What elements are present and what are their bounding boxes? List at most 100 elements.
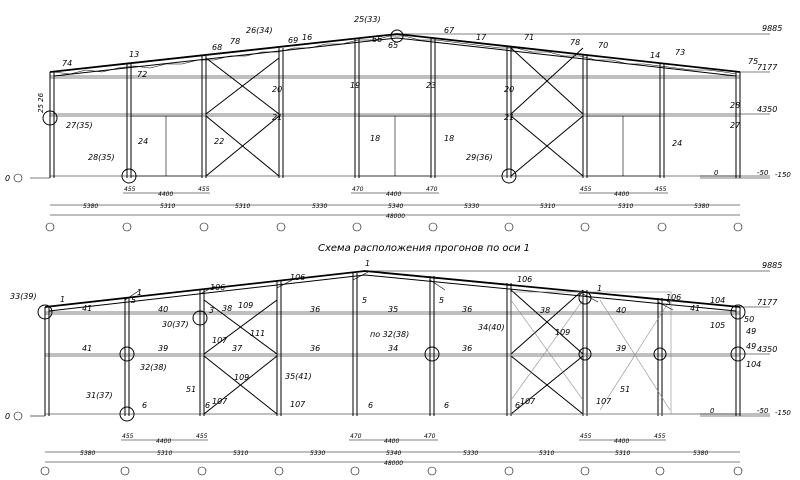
svg-text:27: 27 xyxy=(730,121,741,130)
svg-text:38: 38 xyxy=(222,304,232,313)
bottom-short-braces xyxy=(124,271,674,311)
bottom-x-bracing xyxy=(203,289,584,415)
bottom-axis-bubbles xyxy=(40,466,743,476)
top-level-4350: 4350 xyxy=(757,105,777,114)
svg-text:36: 36 xyxy=(462,344,472,353)
svg-text:21: 21 xyxy=(504,113,514,122)
svg-text:6: 6 xyxy=(142,401,147,410)
svg-text:65: 65 xyxy=(388,41,398,50)
svg-text:49: 49 xyxy=(746,342,756,351)
top-door-frames xyxy=(130,115,661,177)
top-level-minus150: -150 xyxy=(775,171,791,179)
svg-text:4400: 4400 xyxy=(614,191,629,198)
svg-text:32(38): 32(38) xyxy=(140,363,167,372)
svg-text:48000: 48000 xyxy=(386,213,405,220)
svg-text:21: 21 xyxy=(272,113,282,122)
svg-text:455: 455 xyxy=(580,186,592,193)
svg-text:30(37): 30(37) xyxy=(162,320,189,329)
svg-text:5330: 5330 xyxy=(310,450,325,457)
top-member-marks: 72 20 21 19 23 18 18 20 21 28 27 22 24 2… xyxy=(66,70,741,162)
svg-text:1: 1 xyxy=(365,259,370,268)
svg-text:455: 455 xyxy=(122,433,134,440)
svg-text:106: 106 xyxy=(290,273,305,282)
bottom-gray-overlay xyxy=(510,291,672,415)
bottom-elevation: 0 9885 7177 4350 -50 -150 0 1 106 1 106 … xyxy=(5,259,791,476)
svg-text:51: 51 xyxy=(620,385,630,394)
svg-text:470: 470 xyxy=(350,433,362,440)
svg-text:49: 49 xyxy=(746,327,756,336)
svg-text:41: 41 xyxy=(690,304,700,313)
bottom-zero-mark: 0 xyxy=(710,407,715,415)
svg-text:26(34): 26(34) xyxy=(246,26,273,35)
svg-text:5340: 5340 xyxy=(388,203,403,210)
svg-text:5310: 5310 xyxy=(160,203,175,210)
svg-text:104: 104 xyxy=(746,360,761,369)
svg-text:455: 455 xyxy=(655,186,667,193)
top-level-lines xyxy=(30,33,770,179)
bottom-circles xyxy=(37,291,746,422)
svg-text:5380: 5380 xyxy=(83,203,98,210)
svg-text:25 26: 25 26 xyxy=(37,92,45,113)
svg-text:40: 40 xyxy=(158,305,168,314)
top-zero-mark: 0 xyxy=(714,169,719,177)
svg-text:4400: 4400 xyxy=(156,438,171,445)
bottom-zero-axis: 0 xyxy=(5,412,10,421)
svg-text:4400: 4400 xyxy=(614,438,629,445)
svg-text:455: 455 xyxy=(198,186,210,193)
top-level-7177: 7177 xyxy=(757,63,778,72)
svg-text:68: 68 xyxy=(212,43,222,52)
top-dim-lines xyxy=(50,192,740,216)
svg-text:24: 24 xyxy=(138,137,148,146)
bottom-level-9885: 9885 xyxy=(762,261,782,270)
bottom-level-minus150: -150 xyxy=(775,409,791,417)
top-level-9885: 9885 xyxy=(762,24,782,33)
top-zero-axis: 0 xyxy=(5,174,10,183)
svg-text:455: 455 xyxy=(654,433,666,440)
bottom-marks-a: 33(39) 41 40 30(37) 3 38 109 111 36 35 3… xyxy=(10,292,754,339)
svg-text:14: 14 xyxy=(650,51,660,60)
bottom-marks-b: 41 39 37 107 36 34 36 39 49 49 104 xyxy=(82,327,761,369)
svg-text:22: 22 xyxy=(214,137,224,146)
svg-text:111: 111 xyxy=(250,329,265,338)
bottom-dim-lines xyxy=(45,439,740,463)
svg-text:6: 6 xyxy=(444,401,449,410)
svg-text:1: 1 xyxy=(597,284,602,293)
svg-text:35: 35 xyxy=(388,305,398,314)
svg-text:34: 34 xyxy=(388,344,398,353)
svg-text:1: 1 xyxy=(60,295,65,304)
svg-text:78: 78 xyxy=(570,38,580,47)
svg-text:36: 36 xyxy=(310,305,320,314)
svg-text:25(33): 25(33) xyxy=(354,15,381,24)
svg-text:29(36): 29(36) xyxy=(466,153,493,162)
svg-text:38: 38 xyxy=(540,306,550,315)
svg-text:27(35): 27(35) xyxy=(66,121,93,130)
svg-text:5: 5 xyxy=(362,296,367,305)
svg-text:470: 470 xyxy=(424,433,436,440)
svg-text:18: 18 xyxy=(370,134,380,143)
svg-text:106: 106 xyxy=(210,283,225,292)
svg-text:50: 50 xyxy=(744,315,754,324)
svg-text:107: 107 xyxy=(212,397,228,406)
svg-text:4400: 4400 xyxy=(158,191,173,198)
svg-text:4400: 4400 xyxy=(386,191,401,198)
svg-text:74: 74 xyxy=(62,59,72,68)
svg-text:39: 39 xyxy=(158,344,168,353)
svg-text:109: 109 xyxy=(238,301,253,310)
svg-text:37: 37 xyxy=(232,344,243,353)
svg-text:35(41): 35(41) xyxy=(285,372,312,381)
svg-text:40: 40 xyxy=(616,306,626,315)
svg-text:48000: 48000 xyxy=(384,460,403,467)
bottom-level-4350: 4350 xyxy=(757,345,777,354)
svg-text:107: 107 xyxy=(290,400,306,409)
svg-text:34(40): 34(40) xyxy=(478,323,505,332)
bottom-dims-main: 5380 5310 5310 5330 5340 5330 5310 5310 … xyxy=(80,450,708,467)
svg-text:71: 71 xyxy=(524,33,534,42)
svg-text:104: 104 xyxy=(710,296,725,305)
svg-text:5: 5 xyxy=(131,296,136,305)
svg-text:1: 1 xyxy=(137,288,142,297)
svg-text:41: 41 xyxy=(82,304,92,313)
bottom-level-7177: 7177 xyxy=(757,298,778,307)
svg-text:470: 470 xyxy=(426,186,438,193)
svg-text:455: 455 xyxy=(196,433,208,440)
top-level-minus50: -50 xyxy=(757,169,769,177)
